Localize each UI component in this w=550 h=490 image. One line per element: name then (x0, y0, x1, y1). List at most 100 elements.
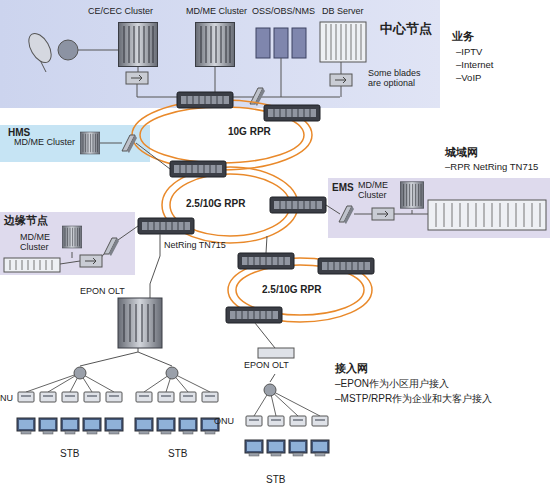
wire (78, 50, 118, 51)
cluster-group: MD/ME Cluster (358, 180, 402, 206)
node-text: EPON OLT (80, 286, 125, 296)
onu (268, 416, 284, 426)
onu (136, 392, 152, 402)
node-text: STB (266, 474, 285, 486)
onu (62, 392, 78, 402)
onu (84, 392, 100, 402)
blade-chassis (320, 22, 366, 62)
stb-tv (267, 440, 285, 456)
gateway (80, 255, 102, 267)
rpr-router (170, 161, 226, 177)
label-text: 10G RPR (228, 126, 271, 138)
label-text: 接入网 (335, 362, 368, 375)
connector (150, 256, 160, 284)
label-text: –IPTV (456, 47, 482, 58)
rpr-router (226, 307, 282, 323)
stb-tv (179, 418, 197, 434)
onu (202, 392, 218, 402)
node-text: CE/CEC Cluster (88, 6, 153, 16)
stb-tv (39, 418, 57, 434)
node-text: NetRing TN715 (164, 240, 226, 250)
olt-box (258, 348, 294, 358)
hms-rack (80, 132, 100, 154)
globe (58, 40, 78, 60)
stb-tv (105, 418, 123, 434)
label-text: 2.5/10G RPR (186, 198, 245, 210)
wire (255, 323, 275, 348)
onu (40, 392, 56, 402)
node-text: MD/ME Cluster (20, 232, 60, 253)
edge-rack (62, 226, 82, 248)
blade-slots (436, 203, 540, 227)
label-text: –EPON作为小区用户接入 (335, 378, 449, 390)
stb-tv (135, 418, 153, 434)
ems-rack (400, 182, 423, 208)
rpr-router (318, 258, 374, 274)
cluster-group: MD/ME Cluster (20, 230, 62, 256)
onu (312, 416, 328, 426)
splitter (166, 367, 178, 379)
onu (180, 392, 196, 402)
gateway (126, 72, 148, 84)
gateway (330, 74, 352, 86)
onu-group: NU STB (0, 366, 128, 462)
wire (266, 236, 267, 253)
node-text: HMS (8, 127, 30, 139)
onu-group: STB (130, 366, 230, 462)
label-text: –Internet (456, 60, 494, 71)
olt-slots (124, 304, 154, 342)
node-text: STB (168, 448, 187, 460)
label-text: –RPR NetRing TN715 (445, 162, 538, 173)
node-text: Some blades are optional (368, 68, 430, 89)
ce-rack (119, 23, 158, 67)
node-text: MD/ME Cluster (358, 180, 398, 201)
rpr-router (270, 197, 326, 213)
rpr-router (264, 105, 320, 121)
onu (18, 392, 34, 402)
label-text: –MSTP/RPR作为企业和大客户接入 (335, 393, 492, 405)
stb-tv (61, 418, 79, 434)
server (256, 28, 270, 58)
blade-slots (326, 24, 361, 60)
cluster-group: MD/ME Cluster (14, 135, 78, 159)
node-text: STB (60, 448, 79, 460)
blade-chassis (4, 258, 60, 272)
onu (290, 416, 306, 426)
onu (106, 392, 122, 402)
node-text: OSS/OBS/NMS (252, 6, 315, 16)
node-text: EMS (332, 182, 354, 194)
node-text: ONU (214, 416, 234, 426)
label-text: –VoIP (456, 73, 481, 84)
stb-tv (17, 418, 35, 434)
node-text: DB Server (322, 6, 364, 16)
node-text: 中心节点 (380, 22, 432, 37)
stb-tv (311, 440, 329, 456)
stb-tv (245, 440, 263, 456)
rpr-router (138, 218, 194, 234)
node-text: MD/ME Cluster (186, 6, 247, 16)
connector (80, 352, 138, 366)
label-text: 2.5/10G RPR (262, 284, 321, 296)
server (292, 28, 306, 58)
drop-wire (26, 373, 320, 416)
onu-group: ONU STB (210, 382, 330, 488)
stb-tv (289, 440, 307, 456)
connector (138, 352, 172, 366)
label-text: 业务 (452, 30, 474, 43)
rpr-router (238, 253, 294, 269)
blade-chassis (428, 200, 546, 230)
label-text: 城域网 (445, 146, 478, 159)
node-text: MD/ME Cluster (14, 137, 75, 147)
node-text: NU (0, 393, 13, 403)
onu (246, 416, 262, 426)
olt-chassis (118, 298, 162, 348)
rpr-router (177, 92, 233, 108)
blade-slots (10, 260, 52, 270)
server (274, 28, 288, 58)
splitter (264, 384, 276, 396)
gateway (372, 208, 394, 220)
onu (158, 392, 174, 402)
stb-tv (157, 418, 175, 434)
splitter (74, 367, 86, 379)
